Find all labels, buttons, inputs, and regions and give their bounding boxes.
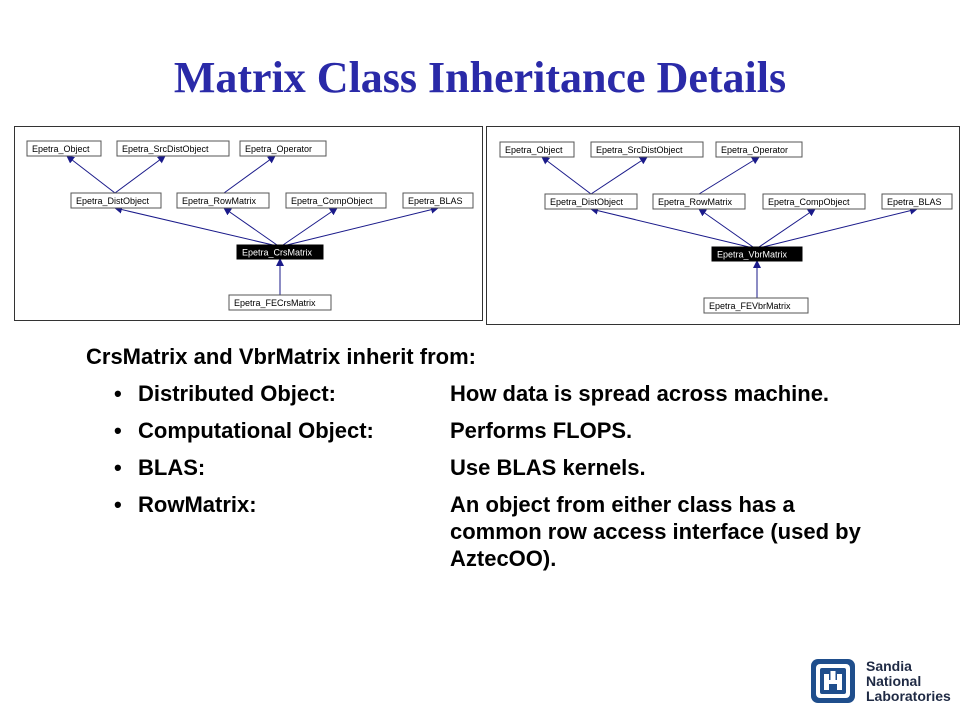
svg-text:Epetra_BLAS: Epetra_BLAS bbox=[408, 196, 463, 206]
logo-text: Sandia National Laboratories bbox=[866, 659, 951, 704]
svg-text:Epetra_BLAS: Epetra_BLAS bbox=[887, 197, 942, 207]
sandia-logo: Sandia National Laboratories bbox=[810, 658, 951, 710]
edge-distobject-srcdistobject bbox=[590, 156, 648, 195]
edge-vbrmatrix-blas bbox=[762, 206, 918, 248]
slide-content: CrsMatrix and VbrMatrix inherit from: • … bbox=[86, 344, 886, 582]
bullet-dot-icon: • bbox=[114, 381, 122, 406]
edge-crsmatrix-compobject bbox=[282, 207, 338, 246]
svg-text:Epetra_FEVbrMatrix: Epetra_FEVbrMatrix bbox=[709, 301, 791, 311]
svg-text:Epetra_Object: Epetra_Object bbox=[32, 144, 90, 154]
node-distobject: Epetra_DistObject bbox=[70, 192, 162, 209]
svg-text:Epetra_VbrMatrix: Epetra_VbrMatrix bbox=[717, 250, 788, 260]
svg-text:Epetra_DistObject: Epetra_DistObject bbox=[550, 197, 624, 207]
edge-crsmatrix-rowmatrix bbox=[223, 207, 278, 246]
svg-text:Epetra_CrsMatrix: Epetra_CrsMatrix bbox=[242, 248, 313, 258]
node-srcdistobject: Epetra_SrcDistObject bbox=[116, 140, 230, 157]
node-fevbrmatrix: Epetra_FEVbrMatrix bbox=[703, 297, 809, 314]
vbrmatrix-inheritance-diagram: Epetra_Object Epetra_SrcDistObject Epetr… bbox=[486, 126, 960, 325]
edge-vbrmatrix-distobject bbox=[590, 206, 750, 248]
node-rowmatrix: Epetra_RowMatrix bbox=[652, 193, 746, 210]
bullet-list: • Distributed Object: How data is spread… bbox=[86, 380, 886, 572]
edge-rowmatrix-operator bbox=[223, 155, 276, 194]
edge-vbrmatrix-compobject bbox=[758, 208, 816, 248]
bullet-desc: Performs FLOPS. bbox=[450, 418, 633, 443]
node-srcdistobject: Epetra_SrcDistObject bbox=[590, 141, 704, 158]
node-distobject: Epetra_DistObject bbox=[544, 193, 638, 210]
node-operator: Epetra_Operator bbox=[239, 140, 327, 157]
svg-text:Epetra_SrcDistObject: Epetra_SrcDistObject bbox=[122, 144, 209, 154]
node-vbrmatrix: Epetra_VbrMatrix bbox=[711, 246, 803, 262]
bullet-term: Distributed Object: bbox=[138, 381, 337, 406]
sandia-thunderbird-icon bbox=[811, 659, 855, 703]
svg-text:Epetra_Object: Epetra_Object bbox=[505, 145, 563, 155]
node-object: Epetra_Object bbox=[26, 140, 102, 157]
bullet-dot-icon: • bbox=[114, 455, 122, 480]
node-object: Epetra_Object bbox=[499, 141, 575, 158]
node-compobject: Epetra_CompObject bbox=[762, 193, 866, 210]
edge-rowmatrix-operator bbox=[698, 156, 760, 195]
vbrmatrix-diagram-svg: Epetra_Object Epetra_SrcDistObject Epetr… bbox=[499, 141, 953, 314]
edge-vbrmatrix-rowmatrix bbox=[698, 208, 754, 248]
node-compobject: Epetra_CompObject bbox=[285, 192, 387, 209]
bullet-term: RowMatrix: bbox=[138, 492, 257, 517]
edge-crsmatrix-distobject bbox=[114, 205, 274, 246]
svg-text:Epetra_RowMatrix: Epetra_RowMatrix bbox=[182, 196, 257, 206]
bullet-item: • RowMatrix: An object from either class… bbox=[114, 491, 886, 572]
svg-text:Epetra_FECrsMatrix: Epetra_FECrsMatrix bbox=[234, 298, 316, 308]
bullet-desc: How data is spread across machine. bbox=[450, 381, 830, 406]
bullet-item: • Computational Object: Performs FLOPS. bbox=[114, 417, 886, 444]
node-crsmatrix: Epetra_CrsMatrix bbox=[236, 244, 324, 260]
bullet-desc: An object from either class has a common… bbox=[450, 492, 861, 571]
logo-line-national: National bbox=[866, 673, 922, 689]
edge-distobject-srcdistobject bbox=[114, 155, 166, 194]
slide-title: Matrix Class Inheritance Details bbox=[173, 53, 787, 102]
bullet-dot-icon: • bbox=[114, 418, 122, 443]
node-operator: Epetra_Operator bbox=[715, 141, 803, 158]
svg-text:Epetra_CompObject: Epetra_CompObject bbox=[291, 196, 373, 206]
svg-text:Epetra_Operator: Epetra_Operator bbox=[721, 145, 788, 155]
logo-line-laboratories: Laboratories bbox=[866, 688, 951, 704]
node-rowmatrix: Epetra_RowMatrix bbox=[176, 192, 270, 209]
bullet-desc: Use BLAS kernels. bbox=[450, 455, 646, 480]
svg-text:Epetra_Operator: Epetra_Operator bbox=[245, 144, 312, 154]
edge-distobject-object bbox=[541, 156, 592, 195]
svg-text:Epetra_CompObject: Epetra_CompObject bbox=[768, 197, 850, 207]
node-blas: Epetra_BLAS bbox=[402, 192, 474, 209]
svg-text:Epetra_RowMatrix: Epetra_RowMatrix bbox=[658, 197, 733, 207]
bullet-dot-icon: • bbox=[114, 492, 122, 517]
node-blas: Epetra_BLAS bbox=[881, 193, 953, 210]
intro-text: CrsMatrix and VbrMatrix inherit from: bbox=[86, 344, 476, 369]
edge-distobject-object bbox=[66, 155, 116, 194]
logo-line-sandia: Sandia bbox=[866, 658, 912, 674]
bullet-item: • Distributed Object: How data is spread… bbox=[114, 380, 886, 407]
bullet-term: BLAS: bbox=[138, 455, 206, 480]
bullet-item: • BLAS: Use BLAS kernels. bbox=[114, 454, 886, 481]
edge-crsmatrix-blas bbox=[286, 205, 439, 246]
node-fecrsmatrix: Epetra_FECrsMatrix bbox=[228, 294, 332, 311]
crsmatrix-diagram-svg: Epetra_Object Epetra_SrcDistObject Epetr… bbox=[26, 140, 474, 311]
bullet-term: Computational Object: bbox=[138, 418, 374, 443]
svg-text:Epetra_DistObject: Epetra_DistObject bbox=[76, 196, 150, 206]
svg-text:Epetra_SrcDistObject: Epetra_SrcDistObject bbox=[596, 145, 683, 155]
crsmatrix-inheritance-diagram: Epetra_Object Epetra_SrcDistObject Epetr… bbox=[14, 126, 483, 321]
